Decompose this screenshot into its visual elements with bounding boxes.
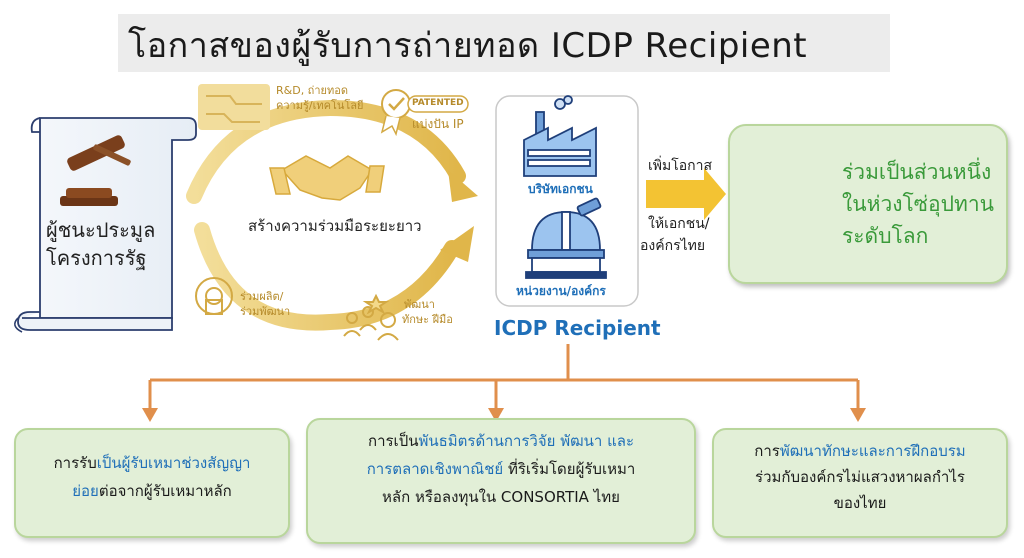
opportunity-arrow	[646, 168, 726, 220]
global-line-2: ในห่วงโซ่อุปทาน	[842, 192, 994, 216]
arrow-text-3: องค์กรไทย	[640, 238, 706, 254]
connector-lines	[148, 344, 860, 412]
gavel-icon	[60, 135, 131, 206]
factory-icon	[523, 95, 597, 177]
cycle-arrows	[186, 99, 478, 331]
training-text-3: ของไทย	[833, 494, 887, 512]
company-label: บริษัทเอกชน	[528, 182, 593, 196]
agency-label: หน่วยงาน/องค์กร	[516, 284, 606, 298]
recipient-caption: ICDP Recipient	[494, 316, 661, 340]
agency-building-icon	[525, 197, 607, 279]
subcontract-text-2: ย่อยต่อจากผู้รับเหมาหลัก	[72, 482, 232, 500]
subcontract-text-1: การรับเป็นผู้รับเหมาช่วงสัญญา	[53, 454, 251, 472]
connector-arrowheads	[142, 408, 866, 422]
skill-label-2: ทักษะ ฝีมือ	[402, 313, 453, 326]
subcontract-box	[14, 428, 290, 538]
training-box	[712, 428, 1008, 538]
patented-text: PATENTED	[412, 98, 464, 108]
gear-icon	[195, 277, 233, 315]
global-supply-chain-box	[728, 124, 1008, 284]
arrow-text-2: ให้เอกชน/	[648, 216, 710, 232]
ip-label: แบ่งปัน IP	[412, 117, 464, 131]
rd-label-2: ความรู้/เทคโนโลยี	[276, 99, 364, 112]
arrow-text-1: เพิ่มโอกาส	[648, 158, 713, 174]
title-bar	[118, 14, 890, 72]
partnership-text-2: การตลาดเชิงพาณิชย์ ที่ริเริ่มโดยผู้รับเห…	[366, 460, 636, 478]
patent-badge-icon	[380, 89, 469, 137]
partnership-text-1: การเป็นพันธมิตรด้านการวิจัย พัฒนา และ	[368, 432, 634, 450]
partnership-box	[306, 418, 696, 544]
scroll-line-2: โครงการรัฐ	[46, 246, 147, 270]
scroll-line-1: ผู้ชนะประมูล	[46, 218, 156, 242]
handshake-icon	[269, 155, 385, 201]
skill-label-1: พัฒนา	[404, 298, 435, 311]
training-text-2: ร่วมกับองค์กรไม่แสวงหาผลกำไร	[755, 468, 965, 486]
page-title: โอกาสของผู้รับการถ่ายทอด ICDP Recipient	[128, 26, 808, 66]
circuit-chip-icon	[198, 84, 270, 130]
people-skill-icon	[343, 293, 399, 341]
global-line-1: ร่วมเป็นส่วนหนึ่ง	[842, 160, 992, 184]
partnership-text-3: หลัก หรือลงทุนใน CONSORTIA ไทย	[382, 488, 620, 506]
coprod-label-2: ร่วมพัฒนา	[240, 305, 291, 318]
cooperation-label: สร้างความร่วมมือระยะยาว	[248, 217, 422, 235]
rd-label-1: R&D, ถ่ายทอด	[276, 84, 348, 97]
coprod-label-1: ร่วมผลิต/	[240, 290, 284, 303]
global-line-3: ระดับโลก	[842, 224, 929, 248]
training-text-1: การพัฒนาทักษะและการฝึกอบรม	[754, 442, 966, 460]
